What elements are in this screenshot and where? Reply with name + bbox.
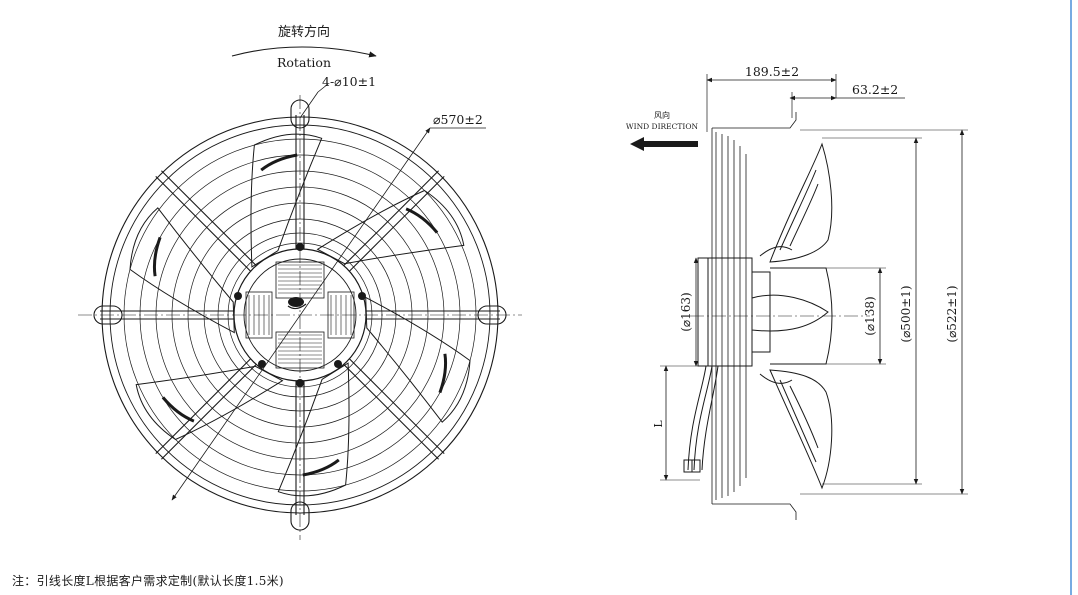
guard-spoke-rod xyxy=(343,364,439,460)
guard-diameter-label: ⌀570±2 xyxy=(433,112,483,127)
wind-direction-arrow xyxy=(630,137,698,151)
front-view xyxy=(78,46,522,540)
guard-ring-2 xyxy=(109,124,491,506)
rotation-label-en: Rotation xyxy=(277,55,331,70)
fan-blade xyxy=(250,133,323,268)
mount-holes-label: 4-⌀10±1 xyxy=(322,74,376,89)
lead-length-note: 注：引线长度L根据客户需求定制(默认长度1.5米) xyxy=(12,574,284,588)
guard-dia-leader xyxy=(171,127,431,501)
rotation-arrow xyxy=(231,46,377,58)
fan-blade xyxy=(277,362,350,497)
blade-slot xyxy=(302,458,340,477)
fan-blade xyxy=(316,189,465,265)
brand-logo-mark xyxy=(287,297,307,310)
guard-outer-ring xyxy=(101,116,499,514)
lead-length-label: L xyxy=(652,420,665,428)
side-view xyxy=(630,74,968,520)
flange-dim-label: 63.2±2 xyxy=(852,82,898,97)
mount-tab-left xyxy=(93,305,123,325)
blade-slot xyxy=(260,153,298,172)
mount-hole-leader xyxy=(299,91,319,119)
rotation-label-cn: 旋转方向 xyxy=(278,24,330,40)
blade-slot xyxy=(161,396,195,423)
wind-label-cn: 风向 xyxy=(654,110,670,120)
fan-blade xyxy=(365,296,471,423)
mount-tab-bottom xyxy=(290,501,310,531)
side-guard-wires xyxy=(711,112,797,520)
blade-slot xyxy=(438,353,448,394)
depth-dim-label: 189.5±2 xyxy=(745,64,799,79)
mount-tab-right xyxy=(477,305,507,325)
lead-cables xyxy=(683,365,719,473)
motor-dia-label: (⌀163) xyxy=(679,292,693,332)
fan-blade xyxy=(135,365,284,441)
hub-dia-label: (⌀138) xyxy=(863,296,877,336)
blade-dia-label: (⌀500±1) xyxy=(899,285,913,342)
side-motor-body xyxy=(697,257,833,367)
wind-label-en: WIND DIRECTION xyxy=(626,122,699,131)
side-blades xyxy=(751,142,833,490)
guard-dia-label: (⌀522±1) xyxy=(945,285,959,342)
guard-spoke-rod xyxy=(161,170,257,266)
fan-blade xyxy=(129,207,235,334)
blade-slot xyxy=(152,236,162,277)
mount-hole-leader-h xyxy=(317,83,329,93)
blade-slot xyxy=(405,207,439,234)
